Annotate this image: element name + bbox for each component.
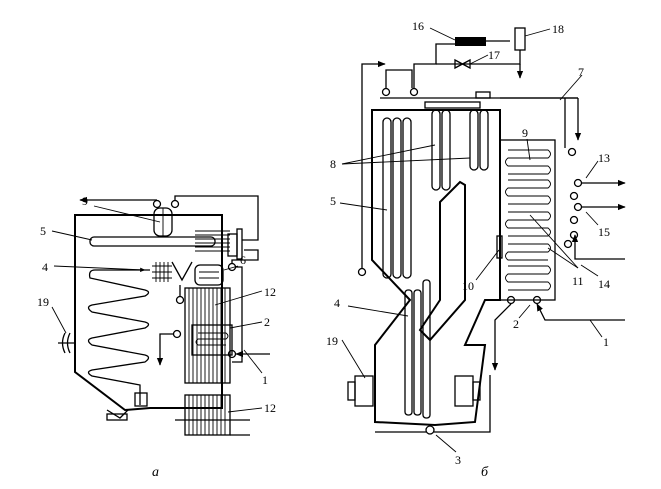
header-b-2a <box>506 295 516 305</box>
element-10b <box>496 235 503 259</box>
label-a-6: 6 <box>240 253 246 267</box>
label-b-4: 4 <box>334 296 340 310</box>
header-b-top-2 <box>475 91 491 99</box>
superheater-bundle-a <box>195 230 230 252</box>
furnace-b-nose <box>418 180 466 342</box>
label-b-1: 1 <box>603 335 609 349</box>
figure-a: 9 5 4 19 6 12 2 1 12 а <box>37 194 276 480</box>
superheater-9b <box>505 149 551 291</box>
label-b-17: 17 <box>488 48 500 62</box>
element-2a <box>191 324 233 356</box>
label-a-4: 4 <box>42 260 48 274</box>
furnace-a-hopper <box>106 409 129 419</box>
riser-tubes-4b <box>404 279 431 419</box>
label-b-11: 11 <box>572 274 584 288</box>
burner-19b-right <box>454 375 481 407</box>
header-b-13 <box>573 178 583 188</box>
label-a-5: 5 <box>40 224 46 238</box>
waterwall-tubes-5b <box>382 117 412 279</box>
label-b-9: 9 <box>522 126 528 140</box>
header-a-5 <box>172 329 182 339</box>
economizer-12a-upper <box>184 287 231 384</box>
label-b-5: 5 <box>330 194 336 208</box>
burner-a-top-nozzle <box>236 228 243 260</box>
header-b-a <box>569 191 579 201</box>
label-b-10: 10 <box>462 279 474 293</box>
device-16 <box>455 37 486 46</box>
label-a-9: 9 <box>82 194 88 208</box>
header-a-4 <box>175 295 185 305</box>
burner-a-top <box>227 233 238 257</box>
element-6a <box>194 264 224 286</box>
valve-17 <box>454 58 471 70</box>
burner-19a <box>58 332 75 354</box>
header-b-top-1 <box>381 87 391 97</box>
header-b-d <box>563 239 573 249</box>
serpentine-4a <box>87 269 150 398</box>
label-a-12-lower: 12 <box>264 401 276 415</box>
economizer-12a-hatch <box>188 288 226 383</box>
label-b-14: 14 <box>598 277 610 291</box>
screen-v-a <box>171 261 193 282</box>
label-b-8: 8 <box>330 157 336 171</box>
label-a-19: 19 <box>37 295 49 309</box>
label-a-1: 1 <box>262 373 268 387</box>
label-b-16: 16 <box>412 19 424 33</box>
header-b-b <box>569 215 579 225</box>
header-b-left <box>357 267 367 277</box>
platen-8b <box>431 109 489 191</box>
label-a-12: 12 <box>264 285 276 299</box>
figure-b: 16 18 17 7 5 8 9 13 15 10 11 14 4 2 1 19… <box>326 19 626 480</box>
caption-b: б <box>481 465 489 480</box>
header-b-15 <box>573 202 583 212</box>
label-b-3: 3 <box>455 453 461 467</box>
economizer-12a-lower <box>184 394 231 436</box>
device-18 <box>514 27 526 51</box>
furnace-a-ash-outlet <box>106 413 128 421</box>
header-b-7 <box>567 147 577 157</box>
burner-19b-left <box>347 375 374 407</box>
label-b-13: 13 <box>598 151 610 165</box>
convective-group-4a <box>152 262 172 282</box>
drum-b-bottom <box>425 425 435 435</box>
header-b-top <box>424 101 481 109</box>
furnace-a-outline <box>74 214 223 412</box>
label-a-2: 2 <box>264 315 270 329</box>
label-b-18: 18 <box>552 22 564 36</box>
header-b-top-2c <box>409 87 419 97</box>
economizer-12a-lower-hatch <box>188 395 226 435</box>
label-b-2: 2 <box>513 317 519 331</box>
header-b-c <box>569 230 579 240</box>
header-a-1 <box>152 199 162 209</box>
label-b-15: 15 <box>598 225 610 239</box>
burner-a-bottom <box>134 392 148 407</box>
label-b-19: 19 <box>326 334 338 348</box>
caption-a: а <box>152 465 159 480</box>
header-a-2 <box>170 199 180 209</box>
platen-5a <box>89 236 216 247</box>
label-b-7: 7 <box>578 65 584 79</box>
